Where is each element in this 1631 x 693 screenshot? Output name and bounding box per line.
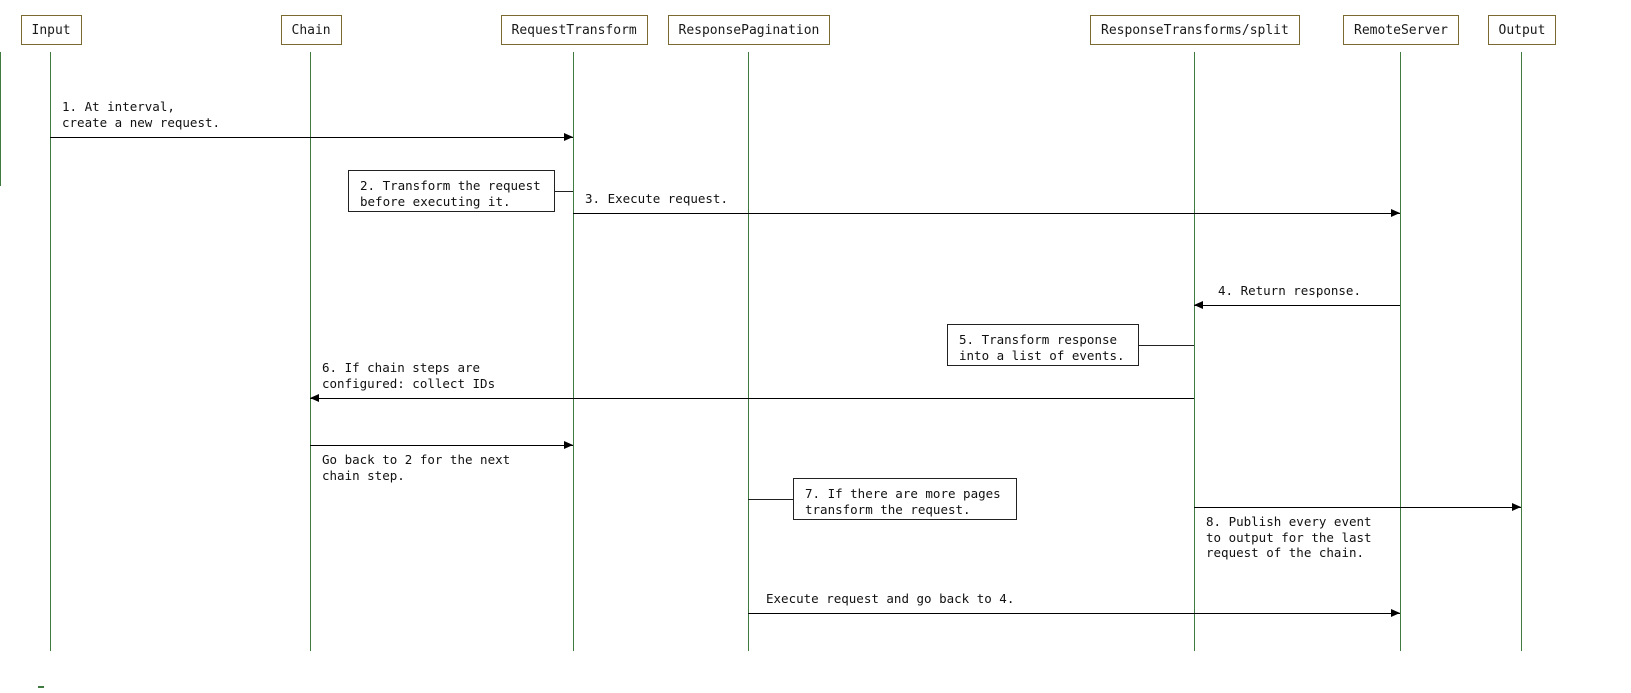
participant-box-request_transform: RequestTransform — [500, 15, 648, 45]
lifeline-chain — [310, 52, 311, 651]
lifeline-response_pagination — [748, 52, 749, 651]
canvas-edge-artifact-1 — [0, 180, 1, 186]
message-line-m8 — [1194, 507, 1521, 508]
arrow-head-m8 — [1512, 503, 1521, 511]
message-line-m9 — [748, 613, 1400, 614]
note-connector-n7 — [748, 499, 793, 500]
message-line-m6 — [310, 398, 1194, 399]
arrow-head-m6b — [564, 441, 573, 449]
message-label-m6: 6. If chain steps are configured: collec… — [322, 360, 496, 391]
note-box-n2: 2. Transform the request before executin… — [348, 170, 555, 212]
participant-label: RequestTransform — [511, 22, 637, 38]
note-text: 2. Transform the request before executin… — [360, 178, 541, 209]
participant-label: RemoteServer — [1354, 22, 1448, 38]
message-line-m1 — [50, 137, 573, 138]
message-label-m4: 4. Return response. — [1218, 282, 1361, 298]
participant-label: ResponsePagination — [678, 22, 820, 38]
participant-box-remote_server: RemoteServer — [1343, 15, 1459, 45]
message-label-m6b: Go back to 2 for the next chain step. — [322, 452, 511, 483]
message-line-m3 — [573, 213, 1400, 214]
canvas-edge-artifact-0 — [0, 52, 1, 182]
arrow-head-m4 — [1194, 301, 1203, 309]
participant-box-response_pagination: ResponsePagination — [667, 15, 831, 45]
arrow-head-m6 — [310, 394, 319, 402]
message-line-m4 — [1194, 305, 1400, 306]
arrow-head-m1 — [564, 133, 573, 141]
note-connector-n2 — [555, 191, 573, 192]
note-connector-n5 — [1139, 345, 1194, 346]
note-box-n5: 5. Transform response into a list of eve… — [947, 324, 1139, 366]
lifeline-response_transforms — [1194, 52, 1195, 651]
note-box-n7: 7. If there are more pages transform the… — [793, 478, 1017, 520]
note-text: 7. If there are more pages transform the… — [805, 486, 1001, 517]
lifeline-output — [1521, 52, 1522, 651]
lifeline-request_transform — [573, 52, 574, 651]
message-label-m3: 3. Execute request. — [585, 190, 728, 206]
participant-label: Chain — [291, 22, 331, 38]
participant-box-output: Output — [1487, 15, 1557, 45]
participant-label: Output — [1498, 22, 1546, 38]
participant-box-response_transforms: ResponseTransforms/split — [1090, 15, 1300, 45]
participant-label: ResponseTransforms/split — [1101, 22, 1289, 38]
participant-box-input: Input — [20, 15, 82, 45]
message-label-m1: 1. At interval, create a new request. — [62, 99, 221, 130]
message-label-m9: Execute request and go back to 4. — [766, 591, 1015, 606]
participant-label: Input — [31, 22, 71, 38]
message-label-m8: 8. Publish every event to output for the… — [1206, 514, 1372, 560]
note-text: 5. Transform response into a list of eve… — [959, 332, 1125, 363]
lifeline-remote_server — [1400, 52, 1401, 651]
lifeline-input — [50, 52, 51, 651]
participant-box-chain: Chain — [280, 15, 342, 45]
arrow-head-m3 — [1391, 209, 1400, 217]
arrow-head-m9 — [1391, 609, 1400, 617]
canvas-edge-artifact-2 — [38, 686, 44, 688]
message-line-m6b — [310, 445, 573, 446]
